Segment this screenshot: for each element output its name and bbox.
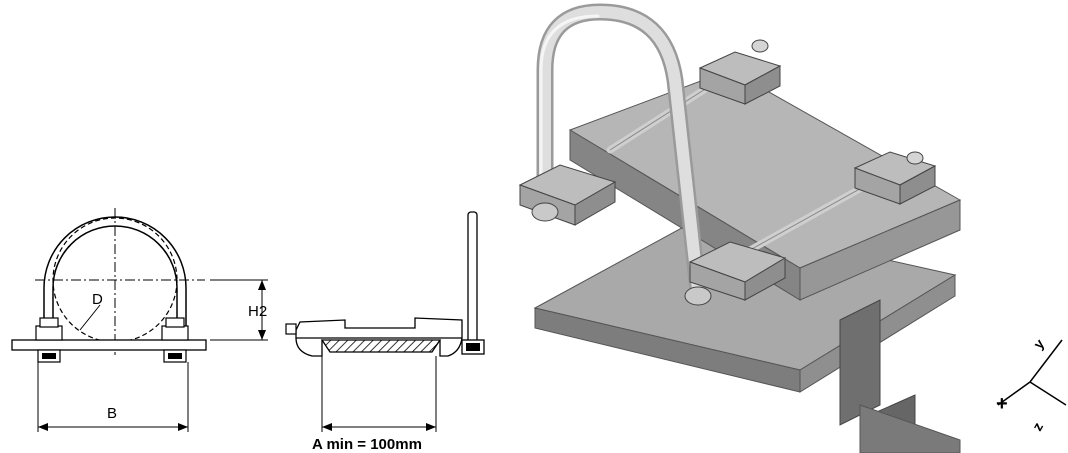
side-hook-left — [295, 337, 323, 357]
front-view-drawing: D H2 B — [11, 208, 268, 432]
beam-flange — [11, 339, 207, 351]
isometric-render — [518, 3, 962, 453]
axis-x-label: + — [996, 393, 1008, 415]
beam-web-side — [839, 299, 881, 426]
u-bolt-outer — [43, 216, 187, 340]
x-axis-line — [997, 381, 1031, 406]
flange-section-hatched — [320, 339, 442, 353]
axis-z-label: z — [1029, 419, 1046, 433]
side-hook-right — [439, 337, 463, 357]
diameter-leader — [79, 304, 101, 331]
side-clamp-plate — [295, 317, 463, 339]
side-washer — [285, 323, 297, 335]
clamp-back-right — [698, 39, 782, 105]
diameter-label: D — [92, 291, 103, 308]
top-flange-side — [799, 199, 961, 301]
b-label: B — [107, 405, 117, 422]
left-clamp — [35, 317, 63, 363]
clamp-front-left — [684, 241, 787, 306]
y-axis-line — [1029, 339, 1063, 383]
u-bolt-inner — [52, 225, 178, 340]
side-rod — [467, 211, 478, 353]
right-clamp — [161, 317, 189, 363]
side-view-drawing: A min = 100mm — [285, 211, 485, 453]
axis-triad: y + z — [996, 336, 1067, 434]
beam-foot — [859, 404, 961, 453]
axis-y-label: y — [1030, 336, 1047, 352]
z-axis-line — [1029, 381, 1067, 406]
a-min-label: A min = 100mm — [312, 436, 422, 453]
u-bolt-arch — [539, 5, 704, 296]
clamp-back-left — [518, 164, 617, 226]
h2-label: H2 — [248, 303, 267, 320]
clamp-front-right — [853, 151, 937, 205]
